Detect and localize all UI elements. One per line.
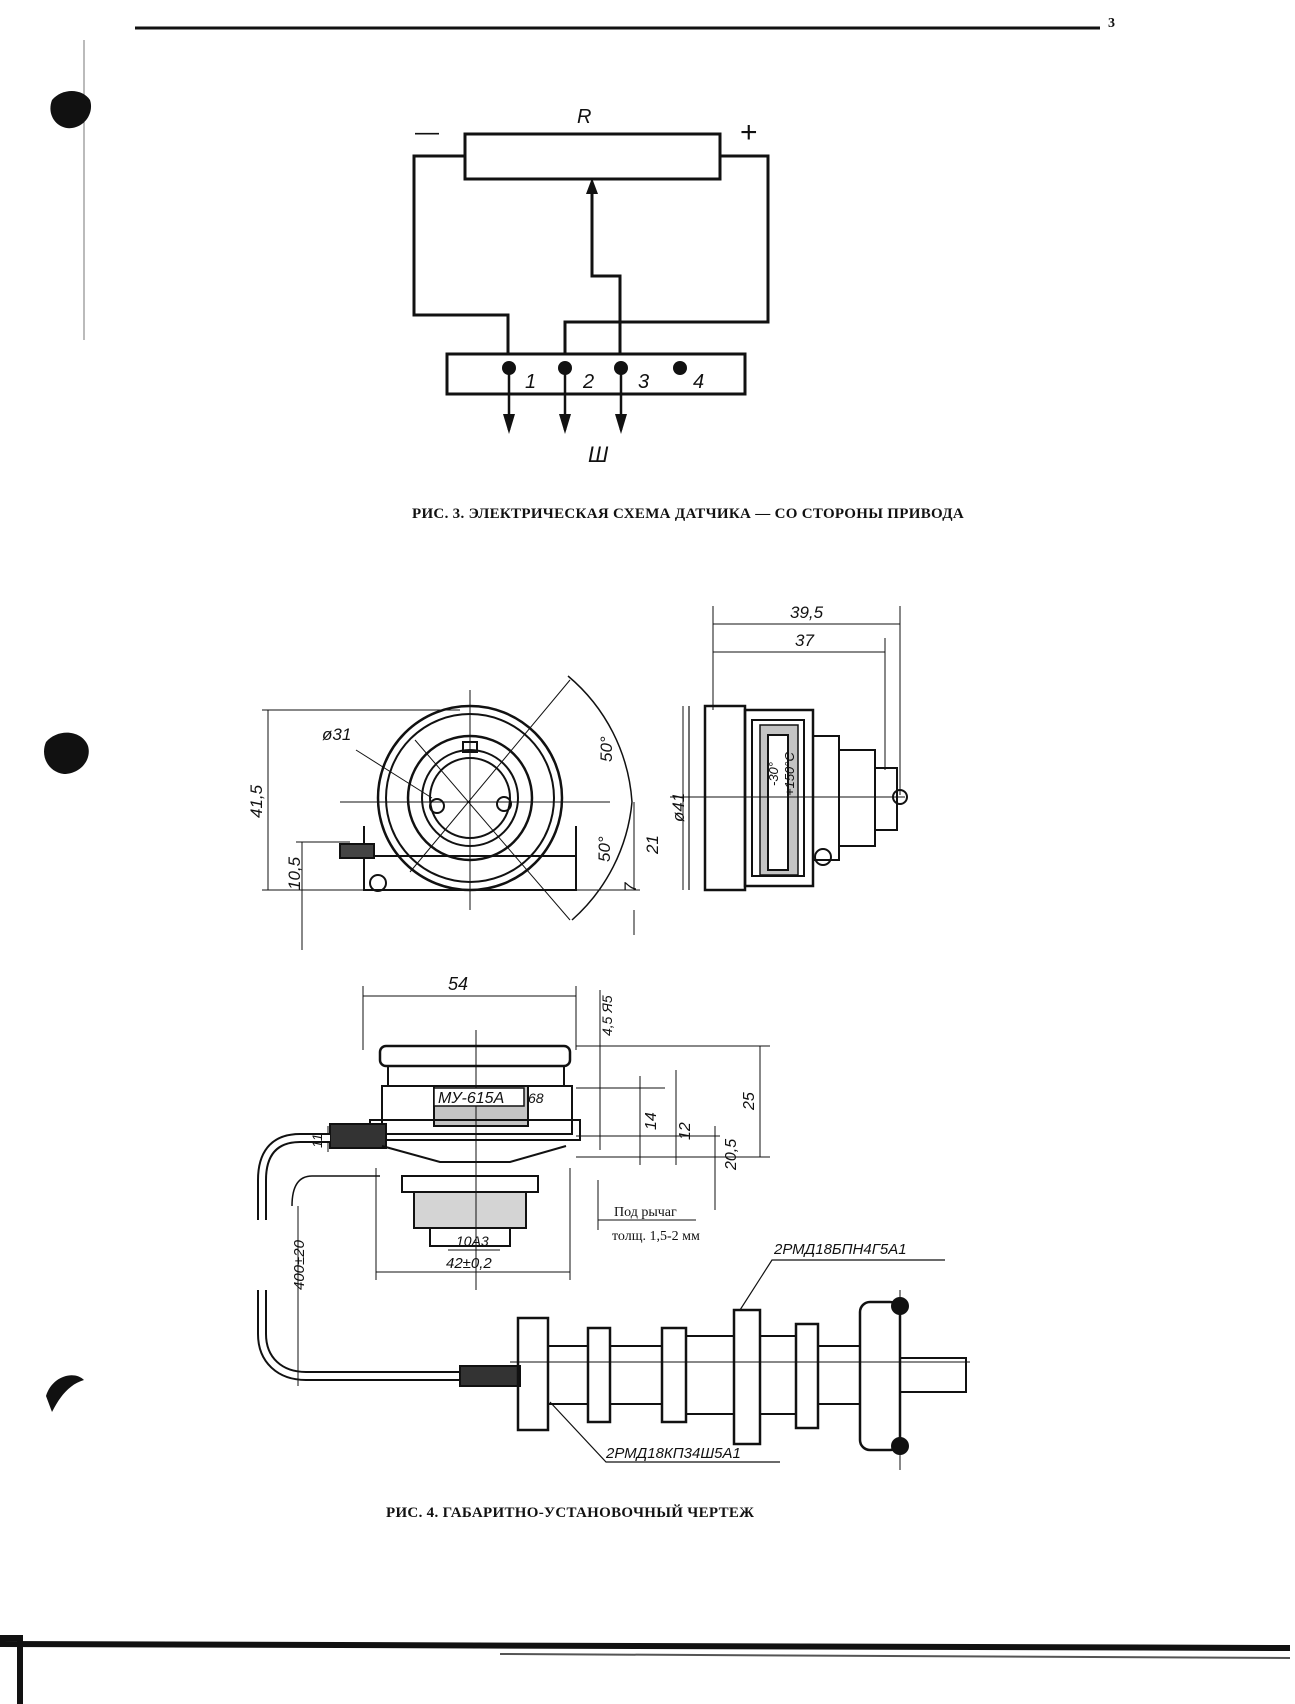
top-marking-label: МУ-615А [438,1090,504,1107]
plus-terminal-label: + [740,116,758,149]
connector-label: Ш [588,442,609,467]
plug-designation-label: 2РМД18БПН4Г5А1 [773,1241,907,1258]
top-width-label: 54 [448,974,468,994]
top-dim-42-label: 42±0,2 [446,1255,492,1272]
lever-note-2: толщ. 1,5-2 мм [612,1229,700,1244]
minus-terminal-label: — [415,119,439,146]
pin-label-4: 4 [693,371,704,393]
top-dim-12-label: 12 [677,1122,694,1140]
cable-assembly [257,1133,970,1470]
top-dim-20-5-label: 20,5 [723,1139,740,1171]
cable-length-label: 400±20 [291,1239,308,1290]
socket-designation-label: 2РМД18КП34Ш5А1 [605,1445,741,1462]
figure-4-drawing: ø31 41,5 10,5 50° 50° 21 7 39,5 37 ø41 -… [247,603,970,1470]
side-width-inner-label: 37 [795,631,814,650]
pin-label-1: 1 [525,371,536,393]
figure-3-schematic: R — + 1 2 3 4 Ш [412,106,770,467]
side-dia-label: ø41 [669,793,688,822]
top-dim-10-label: 10А3 [456,1233,489,1249]
hole-punch-mark-top [50,91,92,129]
side-temp-high-label: +150°С [782,752,797,796]
side-temp-low-label: -30° [766,762,781,786]
top-dim-14-label: 14 [643,1112,660,1130]
front-angle-bottom-label: 50° [595,836,614,862]
front-dim-21-label: 21 [643,835,662,855]
front-dim-7-label: 7 [621,882,640,892]
bottom-scan-edge [0,1635,1291,1704]
resistor [463,132,722,181]
front-angle-top-label: 50° [597,736,616,762]
side-width-outer-label: 39,5 [790,603,824,622]
section-view [327,986,770,1290]
figure-4-caption: РИС. 4. ГАБАРИТНО-УСТАНОВОЧНЫЙ ЧЕРТЕЖ [386,1505,755,1521]
front-dia-label: ø31 [322,725,351,744]
front-view [262,675,640,950]
top-dim-11-label: 11 [309,1133,325,1148]
front-height-label: 41,5 [247,784,266,818]
page-number: 3 [1108,16,1115,31]
resistor-label: R [577,106,591,128]
side-view [670,606,908,892]
pin-label-3: 3 [638,371,649,393]
top-tol-label: 4,5 Я5 [599,995,615,1036]
hole-punch-mark-bottom [46,1375,84,1412]
hole-punch-mark-middle [44,732,89,774]
top-marking-num-label: 68 [528,1090,544,1106]
lever-note-1: Под рычаг [614,1205,677,1220]
front-base-height-label: 10,5 [285,856,304,890]
top-dim-25-label: 25 [741,1092,758,1111]
figure-3-caption: РИС. 3. ЭЛЕКТРИЧЕСКАЯ СХЕМА ДАТЧИКА — СО… [412,506,964,522]
pin-label-2: 2 [582,371,594,393]
connector-block [445,352,747,396]
header-rule [135,26,1100,30]
scan-margin-marks [44,40,92,1412]
